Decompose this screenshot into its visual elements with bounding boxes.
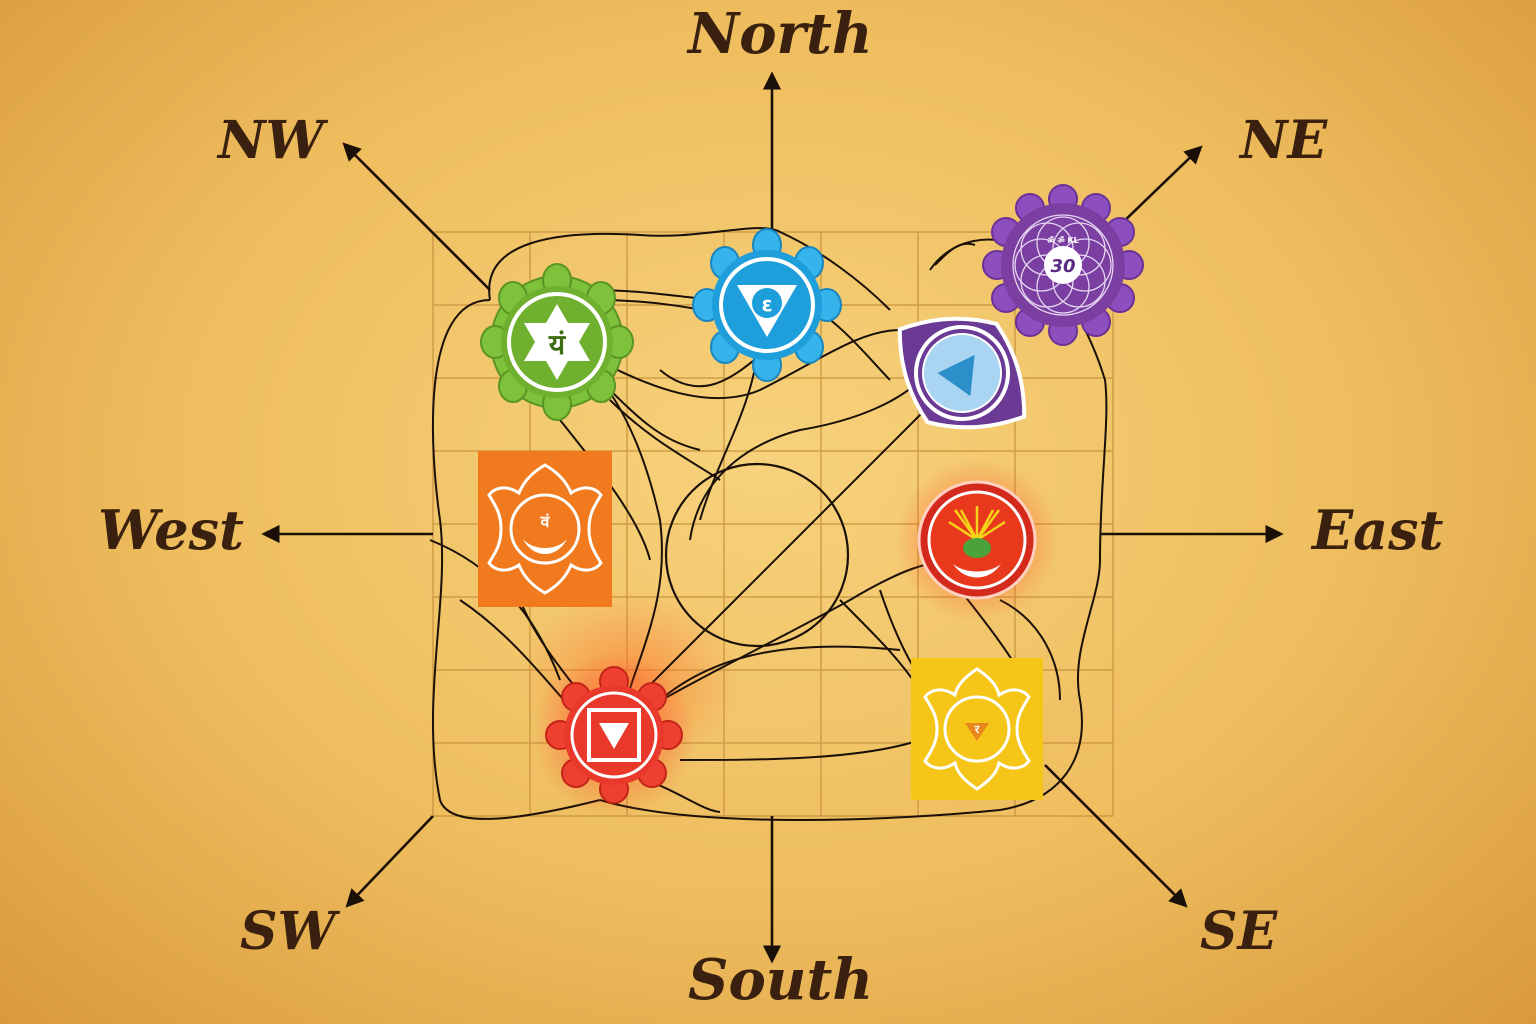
heart-chakra-icon: यं xyxy=(480,263,634,421)
arrow-nw xyxy=(342,142,491,291)
crown-chakra-icon: ॐ ॐ KL 30 xyxy=(982,184,1144,346)
sacral-chakra-icon: वं xyxy=(478,451,612,607)
label-sw: SW xyxy=(240,901,336,962)
center-circle xyxy=(664,462,850,648)
crown-small-text: ॐ ॐ KL xyxy=(1047,236,1078,245)
throat-glyph: ε xyxy=(761,292,772,316)
label-south: South xyxy=(688,947,874,1013)
arrow-se xyxy=(1044,764,1188,908)
fire-chakra-icon xyxy=(895,458,1059,622)
throat-chakra-icon: ε xyxy=(692,228,842,382)
label-west: West xyxy=(98,498,244,562)
heart-glyph: यं xyxy=(548,328,567,361)
solar-plexus-chakra-icon: र xyxy=(911,658,1043,800)
label-north: North xyxy=(688,1,873,67)
arrow-sw xyxy=(345,815,434,908)
direction-arrows xyxy=(261,71,1284,964)
label-se: SE xyxy=(1200,901,1278,962)
label-ne: NE xyxy=(1240,110,1328,171)
crown-glyph: 30 xyxy=(1050,256,1075,277)
arrow-ne xyxy=(1119,145,1203,226)
sacral-glyph: वं xyxy=(540,512,551,531)
third-eye-chakra-icon xyxy=(897,316,1027,430)
label-east: East xyxy=(1312,498,1444,562)
label-nw: NW xyxy=(218,110,324,171)
solar-plexus-glyph: र xyxy=(974,723,980,736)
root-chakra-icon xyxy=(532,653,696,817)
